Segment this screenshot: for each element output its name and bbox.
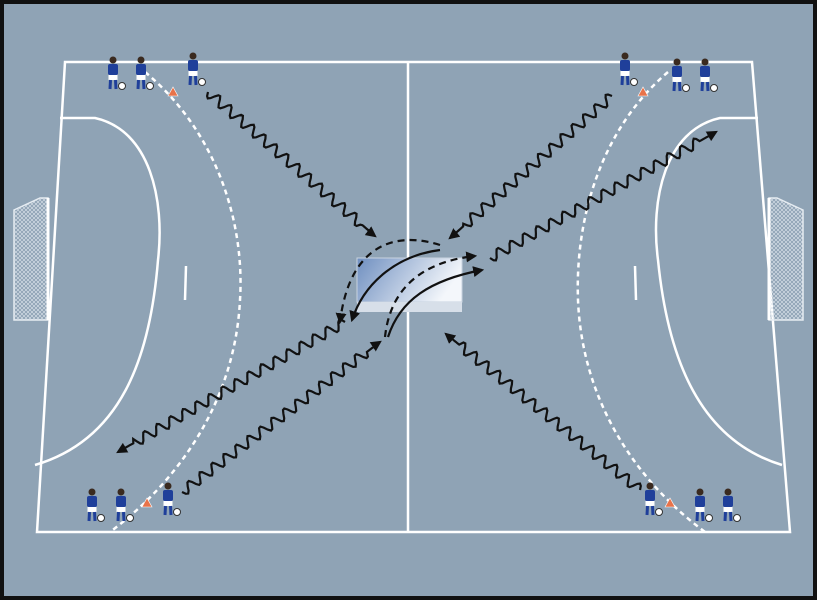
ball	[198, 78, 206, 86]
player	[695, 488, 705, 522]
pass-arrows	[335, 238, 485, 338]
players	[87, 52, 741, 522]
cone	[141, 497, 153, 508]
ball	[655, 508, 663, 516]
solid-pass-arc-top	[349, 248, 441, 323]
ball	[710, 84, 718, 92]
player	[672, 58, 682, 92]
court-lines	[34, 60, 792, 534]
right-seven-meter-mark	[633, 265, 638, 301]
player	[645, 482, 655, 516]
ball	[733, 514, 741, 522]
ball	[705, 514, 713, 522]
left-seven-meter-mark	[183, 265, 188, 301]
dashed-pass-arc-bottom	[383, 251, 478, 338]
player	[163, 482, 173, 516]
player	[620, 52, 630, 86]
right-free-throw-line	[576, 71, 706, 534]
ball	[630, 78, 638, 86]
player	[87, 488, 97, 522]
dribble-arrow	[205, 91, 377, 238]
right-goal	[767, 197, 804, 321]
player	[188, 52, 198, 86]
player	[700, 58, 710, 92]
right-goal-area-line	[654, 116, 783, 467]
court-outline	[35, 60, 792, 534]
player	[723, 488, 733, 522]
ball	[97, 514, 105, 522]
left-goal-area-line	[34, 116, 161, 467]
solid-pass-arc-bottom	[386, 266, 485, 338]
cone	[637, 86, 649, 97]
left-free-throw-line	[109, 71, 242, 534]
ball	[682, 84, 690, 92]
ball	[118, 82, 126, 90]
cone	[664, 497, 676, 508]
dribble-arrow	[181, 340, 382, 495]
player	[108, 56, 118, 90]
player	[116, 488, 126, 522]
left-goal	[13, 197, 50, 321]
dribble-arrow	[489, 130, 718, 262]
player	[136, 56, 146, 90]
ball	[126, 514, 134, 522]
ball	[146, 82, 154, 90]
dribble-arrow	[116, 318, 346, 454]
dribble-arrow	[448, 93, 613, 240]
dribble-arrows	[116, 91, 718, 495]
dashed-pass-arc-top	[335, 238, 441, 325]
cone	[167, 86, 179, 97]
dribble-arrow	[444, 332, 642, 491]
ball	[173, 508, 181, 516]
